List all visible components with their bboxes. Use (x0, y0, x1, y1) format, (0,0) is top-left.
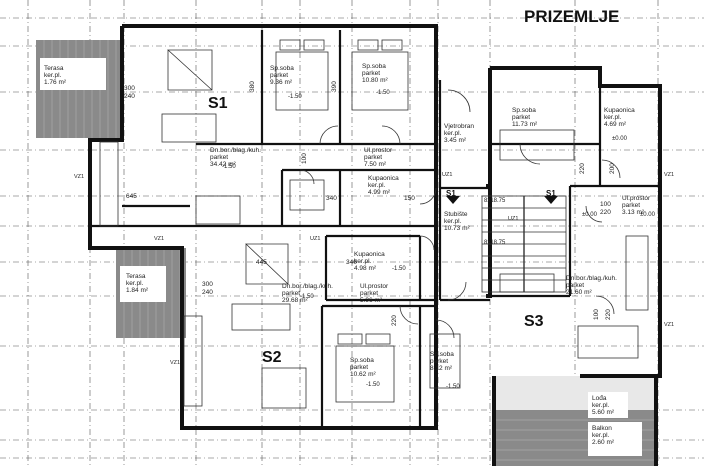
stair-note: 8x18.75 (484, 240, 506, 246)
level-marker: -1.50 (288, 94, 302, 100)
window-tag: VZ1 (170, 360, 180, 366)
stair-note: 8x18.75 (484, 198, 506, 204)
dimension-label: 340 (346, 259, 357, 266)
unit-label-s1: S1 (208, 95, 228, 112)
door-swings (299, 89, 621, 339)
axis-mark: S1 (546, 189, 556, 198)
window-tag: VZ1 (154, 236, 164, 242)
exterior-walls (88, 24, 662, 466)
unit-label-s2: S2 (262, 349, 282, 366)
balcony-s3 (494, 410, 656, 466)
unit-label-s3: S3 (524, 313, 544, 330)
dimension-label: 100 (301, 153, 308, 164)
floor-title: PRIZEMLJE (524, 7, 619, 26)
axis-mark: S1 (446, 189, 456, 198)
window-tag: VZ1 (74, 174, 84, 180)
level-marker: -1.50 (446, 384, 460, 390)
dimension-label: 220 (605, 309, 612, 320)
level-marker: -1.50 (300, 294, 314, 300)
level-marker: ±0.00 (582, 212, 598, 218)
terrace-s1 (36, 40, 122, 138)
interior-walls (90, 30, 660, 428)
level-marker: -1.50 (366, 382, 380, 388)
dimension-label: 340 (326, 195, 337, 202)
dimension-label: 200 (609, 163, 616, 174)
dimension-label: 100 (593, 309, 600, 320)
dimension-label: 150 (404, 195, 415, 202)
level-marker: -1.50 (392, 266, 406, 272)
dimension-label: 300 (202, 281, 213, 288)
window-tag: VZ1 (664, 172, 674, 178)
dimension-label: 300 (124, 85, 135, 92)
furniture (99, 39, 649, 409)
dimension-label: 100 (600, 201, 611, 208)
dimension-label: 240 (202, 289, 213, 296)
level-marker: -1.50 (376, 90, 390, 96)
window-tag: UZ1 (442, 172, 452, 178)
dimension-label: 240 (124, 93, 135, 100)
level-marker: ±0.00 (640, 212, 656, 218)
dimension-label: 445 (256, 259, 267, 266)
level-marker: -1.50 (222, 164, 236, 170)
dimension-label: 220 (391, 315, 398, 326)
loggia-s3 (494, 376, 656, 418)
dimension-label: 380 (249, 81, 256, 92)
window-tag: VZ1 (664, 322, 674, 328)
window-tag: UZ1 (508, 216, 518, 222)
window-tag: UZ1 (310, 236, 320, 242)
dimension-label: 390 (331, 81, 338, 92)
dimension-label: 645 (126, 193, 137, 200)
axis-mark-group: S1 S1 (446, 189, 558, 204)
dimension-label: 220 (600, 209, 611, 216)
dimension-label: 220 (579, 163, 586, 174)
level-marker: ±0.00 (612, 136, 628, 142)
